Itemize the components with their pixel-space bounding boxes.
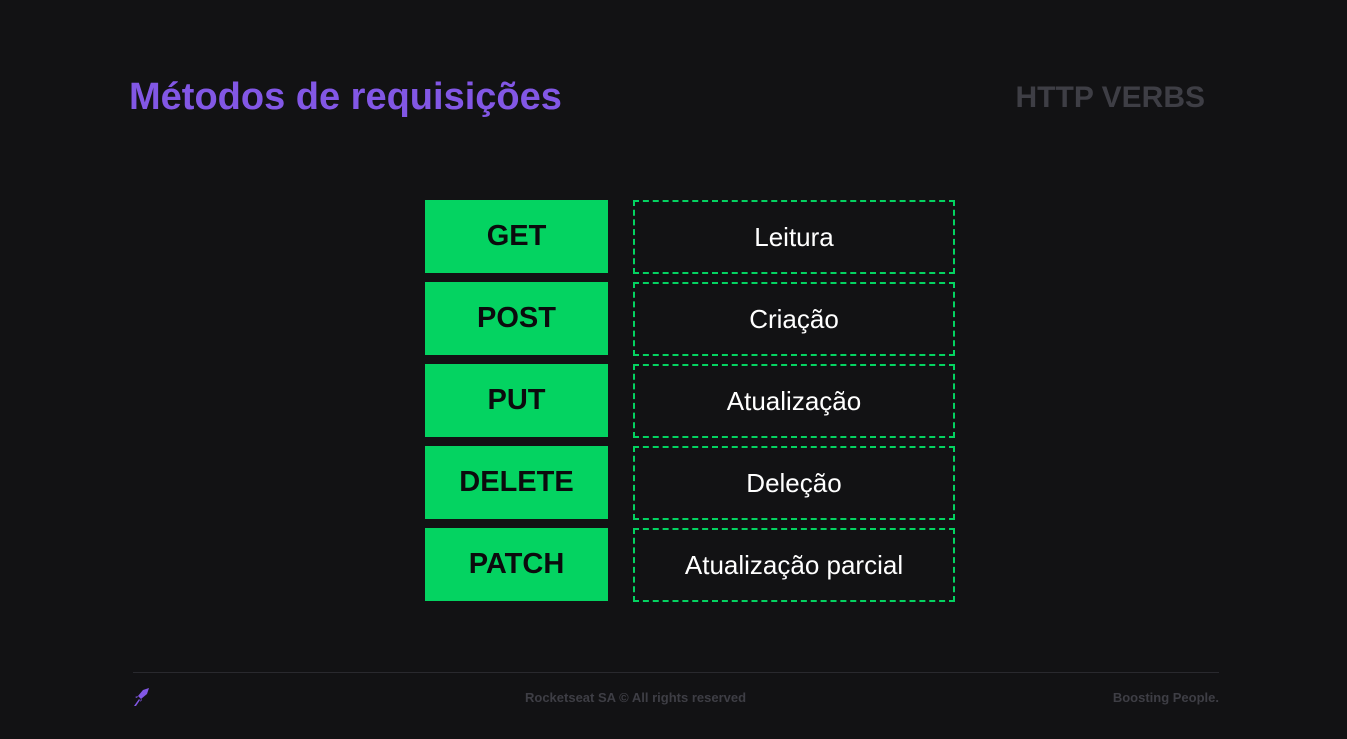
verb-meaning: Atualização parcial — [633, 528, 955, 602]
verb-meaning: Deleção — [633, 446, 955, 520]
verb-label: POST — [425, 282, 608, 355]
verb-row-get: GET Leitura — [425, 200, 956, 274]
slide-title: Métodos de requisições — [129, 76, 562, 118]
verb-meaning: Leitura — [633, 200, 955, 274]
verb-meaning: Criação — [633, 282, 955, 356]
verb-label: DELETE — [425, 446, 608, 519]
verb-label: PUT — [425, 364, 608, 437]
copyright-text: Rocketseat SA © All rights reserved — [525, 690, 747, 705]
verb-label: PATCH — [425, 528, 608, 601]
verb-row-put: PUT Atualização — [425, 364, 956, 438]
rocket-icon — [132, 686, 152, 708]
http-verbs-table: GET Leitura POST Criação PUT Atualização… — [425, 200, 956, 610]
footer-divider — [133, 672, 1219, 673]
verb-row-patch: PATCH Atualização parcial — [425, 528, 956, 602]
verb-row-delete: DELETE Deleção — [425, 446, 956, 520]
slide-subtitle: HTTP VERBS — [1015, 81, 1205, 114]
tagline-text: Boosting People. — [1112, 690, 1219, 705]
verb-label: GET — [425, 200, 608, 273]
verb-row-post: POST Criação — [425, 282, 956, 356]
verb-meaning: Atualização — [633, 364, 955, 438]
